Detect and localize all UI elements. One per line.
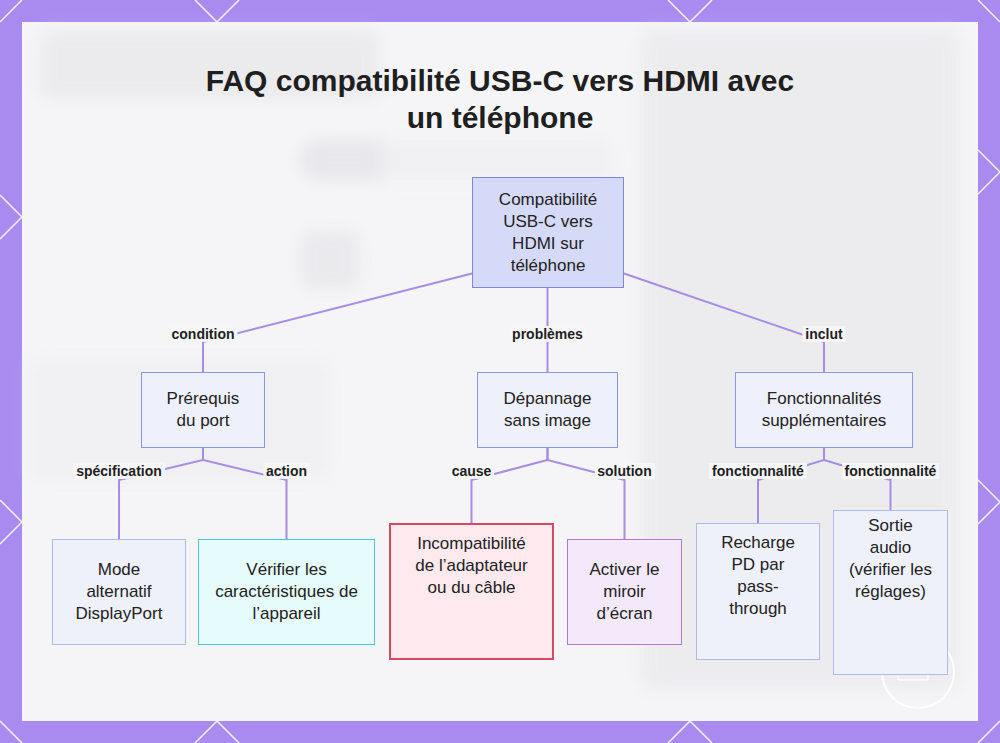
connector [119, 448, 203, 539]
node-text: Compatibilité USB-C vers HDMI sur téléph… [485, 189, 611, 277]
panel-ground [22, 22, 978, 721]
node-text: Prérequis du port [157, 388, 249, 432]
edge-label: problèmes [509, 326, 586, 342]
category-box: Dépannage sans image [477, 372, 618, 448]
edge-label: inclut [802, 326, 845, 342]
blurred-backdrop [30, 30, 960, 690]
feature-box: Recharge PD par pass-through [696, 523, 820, 660]
category-box: Prérequis du port [141, 372, 265, 448]
cause-box: Incompatibilité de l’adaptateur ou du câ… [389, 523, 554, 660]
connector [203, 448, 287, 539]
diagram-title: FAQ compatibilité USB-C vers HDMI avec u… [200, 62, 800, 136]
connector [824, 448, 891, 510]
node-text: Mode alternatif DisplayPort [67, 559, 171, 625]
edge-label: fonctionnalité [842, 463, 940, 479]
connector [758, 448, 824, 523]
node-text: Incompatibilité de l’adaptateur ou du câ… [409, 533, 534, 599]
connector [203, 274, 472, 372]
node-text: Dépannage sans image [492, 388, 603, 432]
connector [624, 274, 824, 372]
category-box: Fonctionnalités supplémentaires [735, 372, 913, 448]
node-text: Vérifier les caractéristiques de l’appar… [211, 559, 362, 625]
action-box: Vérifier les caractéristiques de l’appar… [198, 539, 375, 645]
feature-box: Sortie audio (vérifier les réglages) [833, 510, 948, 675]
detail-box: Mode alternatif DisplayPort [52, 539, 186, 645]
edge-label: spécification [73, 463, 165, 479]
root-box: Compatibilité USB-C vers HDMI sur téléph… [472, 177, 624, 288]
edge-label: action [263, 463, 310, 479]
edge-label: cause [449, 463, 495, 479]
connector [472, 448, 548, 523]
node-text: Recharge PD par pass-through [711, 532, 805, 620]
connector [548, 448, 625, 539]
node-text: Fonctionnalités supplémentaires [746, 388, 902, 432]
edge-label: solution [594, 463, 654, 479]
node-text: Activer le miroir d’écran [578, 559, 671, 625]
edge-label: fonctionnalité [709, 463, 807, 479]
node-text: Sortie audio (vérifier les réglages) [848, 515, 933, 603]
edge-label: condition [169, 326, 238, 342]
solution-box: Activer le miroir d’écran [567, 539, 682, 645]
